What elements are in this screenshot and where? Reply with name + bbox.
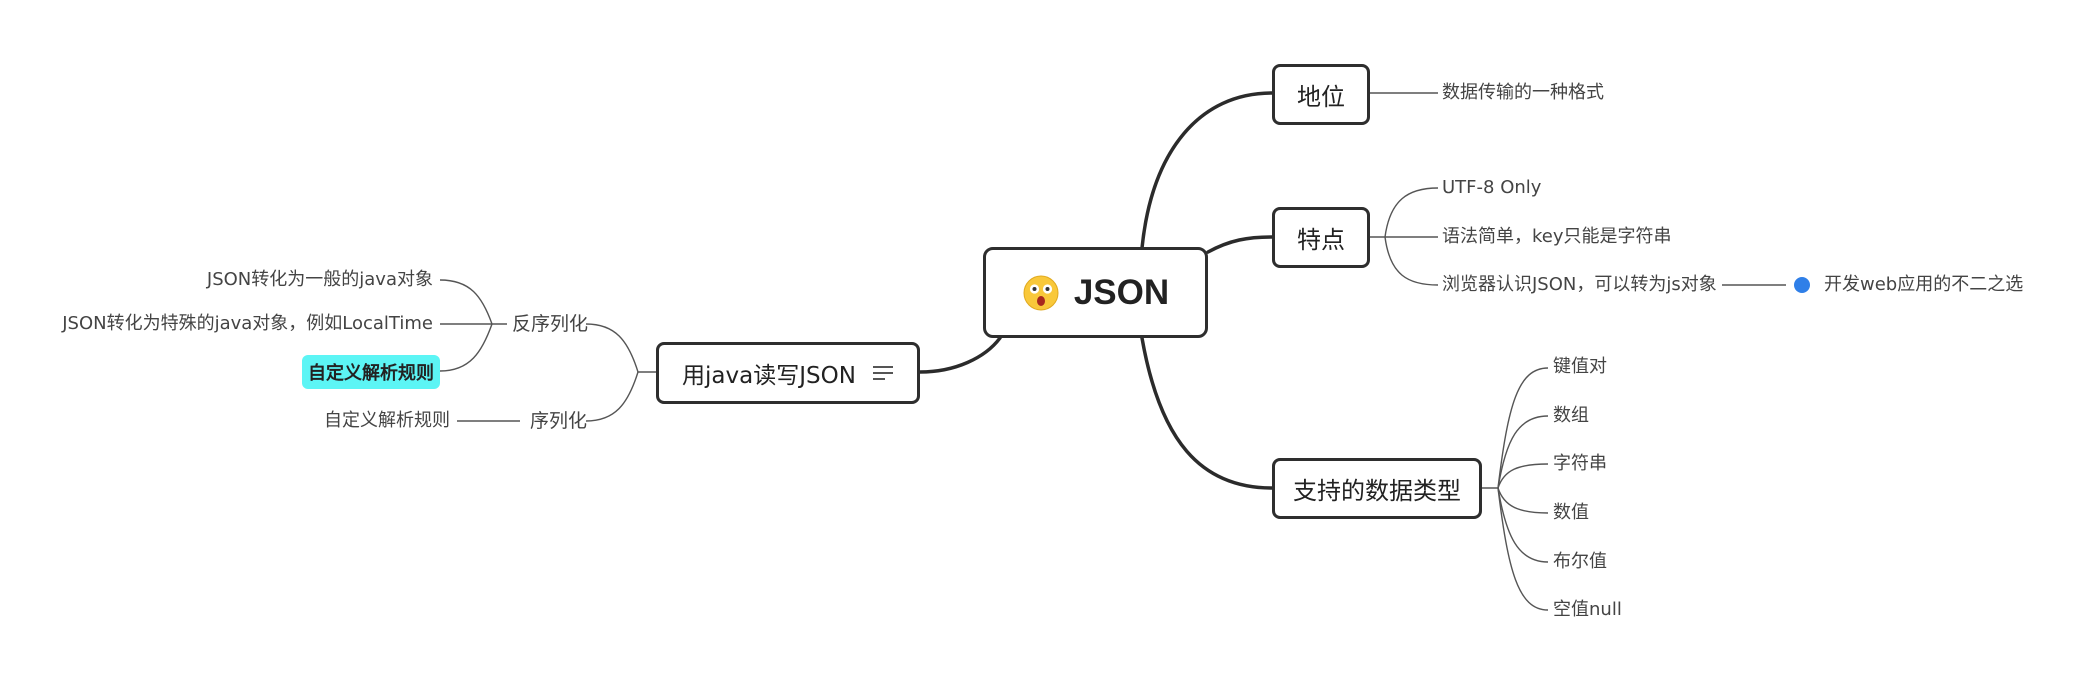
connector-types-5 xyxy=(1497,487,1549,563)
types-item-number[interactable]: 数值 xyxy=(1553,502,1589,523)
features-item-syntax[interactable]: 语法简单，key只能是字符串 xyxy=(1442,226,1672,247)
features-item-utf8[interactable]: UTF-8 Only xyxy=(1442,177,1542,198)
topic-position-label: 地位 xyxy=(1297,83,1345,111)
connector-types-4 xyxy=(1497,487,1549,514)
connector-root-features xyxy=(1206,235,1274,254)
branch-serialize[interactable]: 序列化 xyxy=(530,410,588,432)
connector-features-3 xyxy=(1384,236,1439,286)
connector-root-position xyxy=(1140,91,1274,250)
deser-item-special[interactable]: JSON转化为特殊的java对象，例如LocalTime xyxy=(62,313,433,334)
connector-root-types xyxy=(1140,336,1274,490)
connector-main-deserialize xyxy=(585,323,656,373)
ser-item-custom[interactable]: 自定义解析规则 xyxy=(324,410,450,431)
topic-features[interactable]: 特点 xyxy=(1272,207,1370,268)
topic-types[interactable]: 支持的数据类型 xyxy=(1272,458,1482,519)
types-item-string[interactable]: 字符串 xyxy=(1553,453,1607,474)
connector-types-1 xyxy=(1482,367,1549,489)
topic-position[interactable]: 地位 xyxy=(1272,64,1370,125)
deser-item-custom-highlight[interactable]: 自定义解析规则 xyxy=(302,355,440,389)
blue-dot-marker xyxy=(1794,277,1810,293)
topic-java-json[interactable]: 用java读写JSON xyxy=(656,342,920,404)
position-item[interactable]: 数据传输的一种格式 xyxy=(1442,82,1604,103)
connector-features-1 xyxy=(1370,187,1439,238)
connector-types-3 xyxy=(1497,463,1549,489)
topic-features-label: 特点 xyxy=(1297,226,1345,254)
types-item-kv[interactable]: 键值对 xyxy=(1553,356,1607,377)
connector-root-left xyxy=(918,336,1002,374)
shocked-face-emoji-icon xyxy=(1023,275,1059,310)
features-extra[interactable]: 开发web应用的不二之选 xyxy=(1824,274,2024,295)
connector-types-6 xyxy=(1497,487,1549,611)
deser-item-custom: 自定义解析规则 xyxy=(308,363,434,384)
root-topic[interactable]: JSON xyxy=(983,247,1208,338)
root-title: JSON xyxy=(1073,272,1170,312)
connector-deser-1 xyxy=(439,279,507,325)
types-item-array[interactable]: 数组 xyxy=(1553,405,1589,426)
features-item-browser[interactable]: 浏览器认识JSON，可以转为js对象 xyxy=(1442,274,1717,295)
topic-types-label: 支持的数据类型 xyxy=(1293,477,1461,505)
topic-java-json-label: 用java读写JSON xyxy=(682,363,856,389)
types-item-null[interactable]: 空值null xyxy=(1553,599,1622,620)
connector-types-2 xyxy=(1497,415,1549,489)
deser-item-general[interactable]: JSON转化为一般的java对象 xyxy=(206,269,433,290)
branch-deserialize[interactable]: 反序列化 xyxy=(512,313,589,335)
notes-icon xyxy=(872,366,893,380)
connector-main-serialize xyxy=(585,371,639,422)
connector-deser-3 xyxy=(439,323,493,372)
types-item-boolean[interactable]: 布尔值 xyxy=(1553,551,1607,572)
